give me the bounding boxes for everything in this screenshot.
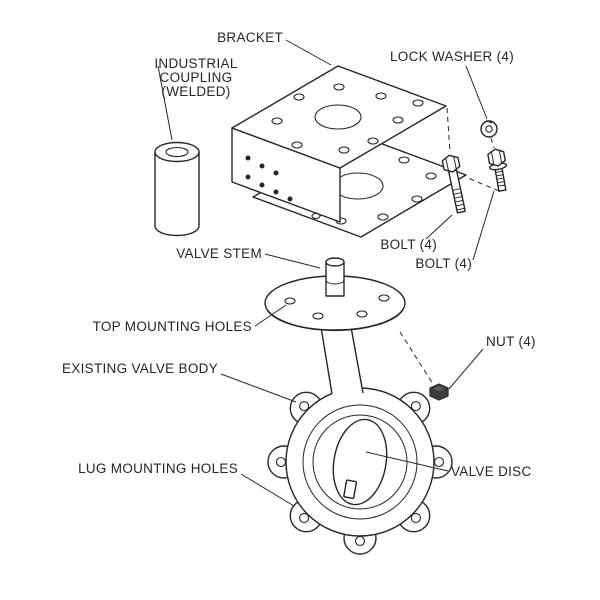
label-bolt-a: BOLT (4) <box>380 237 437 252</box>
label-lug-mounting-holes: LUG MOUNTING HOLES <box>78 461 238 476</box>
leader-valve-stem <box>264 253 321 269</box>
label-bracket: BRACKET <box>217 30 283 45</box>
dashed-line-washer-to-bolt <box>490 137 495 149</box>
leader-bracket <box>285 39 332 66</box>
valve-neck <box>320 326 364 395</box>
valve-disc-part <box>332 418 388 506</box>
dashed-line-bracket-to-bolt <box>446 107 451 153</box>
leader-bolt-a <box>425 214 453 240</box>
bolt-1 <box>441 154 466 214</box>
dashed-line-bolt-to-plate <box>467 177 500 192</box>
bracket-top-plate <box>231 65 447 169</box>
leader-lug-mounting-holes <box>240 473 295 507</box>
industrial-coupling <box>154 141 200 237</box>
label-coupling-line1: INDUSTRIAL <box>154 56 237 71</box>
leader-valve-disc <box>365 451 449 472</box>
label-valve-disc: VALVE DISC <box>451 464 532 479</box>
leader-coupling <box>157 65 173 141</box>
valve-stem-part <box>325 257 345 297</box>
leader-lock-washer <box>465 65 488 120</box>
valve-body <box>267 387 453 555</box>
bracket-bottom-plate <box>252 134 467 238</box>
dashed-line-flange-to-nut <box>399 331 434 385</box>
label-lock-washer: LOCK WASHER (4) <box>390 49 514 64</box>
top-mounting-holes <box>284 294 390 320</box>
lug-mounting-holes <box>275 401 445 547</box>
assembly-dashed-lines <box>399 107 500 385</box>
label-existing-valve-body: EXISTING VALVE BODY <box>62 361 218 376</box>
nut-part <box>429 383 449 401</box>
bolt-2 <box>487 148 508 192</box>
label-valve-stem: VALVE STEM <box>176 246 262 261</box>
label-bolt-b: BOLT (4) <box>415 256 472 271</box>
label-top-mounting-holes: TOP MOUNTING HOLES <box>93 319 252 334</box>
top-mounting-flange <box>264 275 406 332</box>
leader-nut <box>448 348 484 390</box>
label-coupling-line3: (WELDED) <box>161 84 230 99</box>
leader-bolt-b <box>472 190 495 261</box>
leader-lines <box>157 39 495 507</box>
lock-washer-part <box>480 120 498 138</box>
label-nut: NUT (4) <box>486 334 536 349</box>
labels: BRACKET INDUSTRIAL COUPLING (WELDED) LOC… <box>62 30 536 479</box>
leader-top-mounting-holes <box>254 304 287 327</box>
label-coupling-line2: COUPLING <box>160 70 233 85</box>
leader-existing-valve-body <box>220 373 297 403</box>
